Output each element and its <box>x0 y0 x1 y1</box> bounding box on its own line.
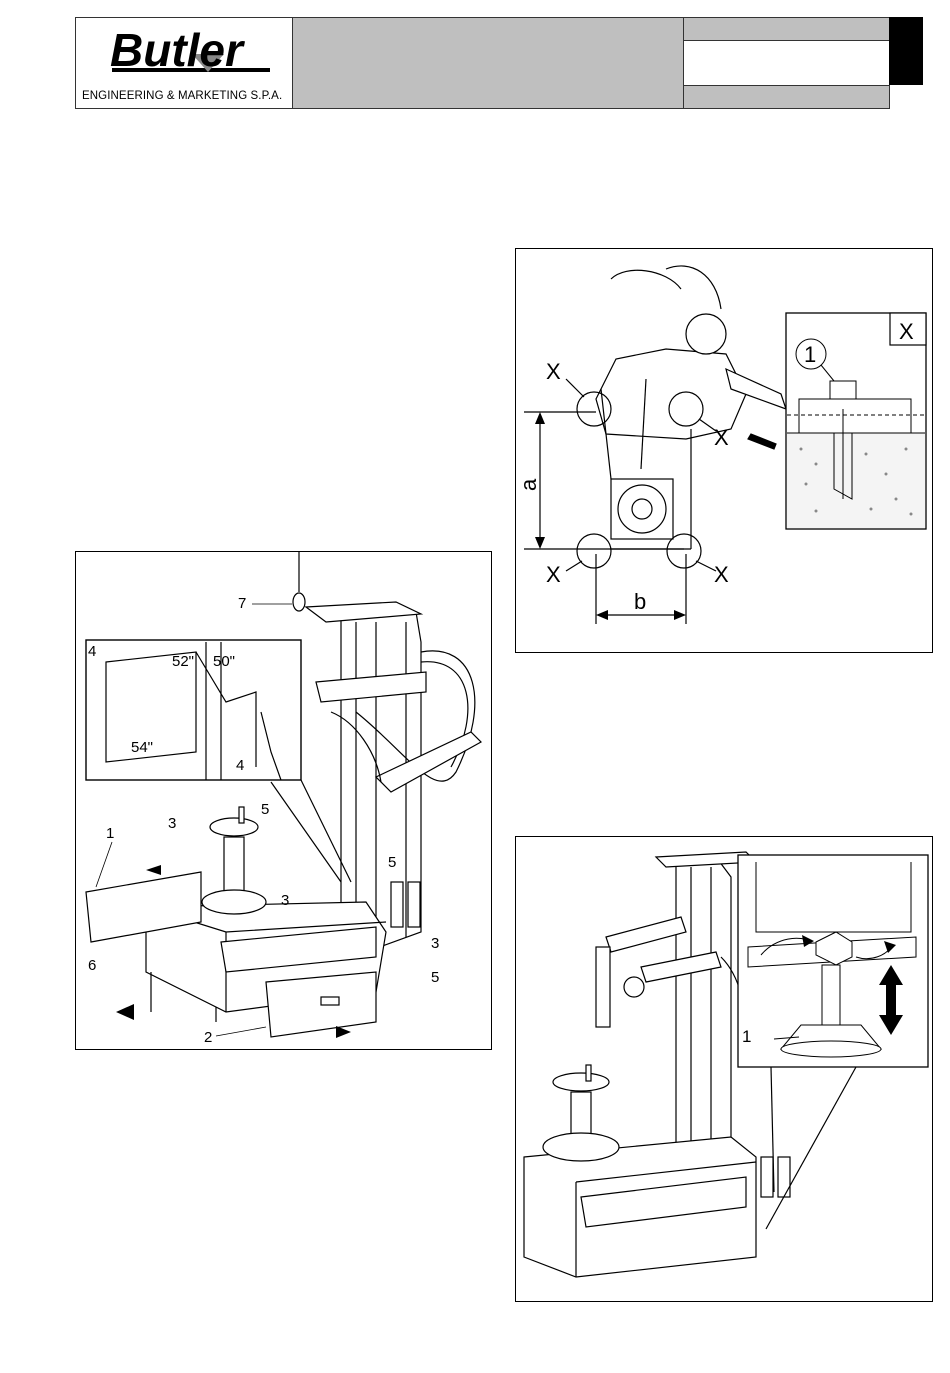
svg-text:4: 4 <box>88 643 96 660</box>
svg-text:3: 3 <box>281 892 289 909</box>
svg-text:1: 1 <box>106 825 114 842</box>
figure-leveling-labels: 1 <box>742 1027 751 1046</box>
svg-text:5: 5 <box>261 801 269 818</box>
leveling-detail-inset <box>738 855 928 1067</box>
svg-text:7: 7 <box>238 595 246 612</box>
header-info-top <box>684 18 889 41</box>
svg-text:Butler: Butler <box>110 24 245 76</box>
butler-logo: Butler <box>104 24 274 86</box>
svg-text:X: X <box>546 359 561 384</box>
svg-text:1: 1 <box>804 342 816 367</box>
svg-text:52": 52" <box>172 653 194 670</box>
svg-text:X: X <box>714 425 729 450</box>
logo-cell: Butler ENGINEERING & MARKETING S.P.A. <box>76 18 293 108</box>
figure-leveling-feet: 1 <box>515 836 933 1302</box>
svg-text:5: 5 <box>431 969 439 986</box>
dimension-b: b <box>634 589 646 614</box>
svg-text:3: 3 <box>431 935 439 952</box>
svg-text:4: 4 <box>236 757 244 774</box>
figure-leveling-feet-drawing: 1 <box>516 837 932 1301</box>
svg-text:54": 54" <box>131 739 153 756</box>
section-tab <box>889 17 923 85</box>
figure-panel-removal: 1 2 3 3 3 4 4 5 5 5 6 7 52" 50" 54" <box>75 551 492 1050</box>
svg-text:50": 50" <box>213 653 235 670</box>
svg-text:6: 6 <box>88 957 96 974</box>
svg-text:3: 3 <box>168 815 176 832</box>
svg-text:5: 5 <box>388 854 396 871</box>
svg-text:X: X <box>899 319 914 344</box>
company-subtitle: ENGINEERING & MARKETING S.P.A. <box>82 90 282 102</box>
svg-text:X: X <box>714 562 729 587</box>
svg-text:1: 1 <box>742 1027 751 1046</box>
figure-anchoring: X X X X X 1 a b <box>515 248 933 653</box>
page-header: Butler ENGINEERING & MARKETING S.P.A. <box>75 17 890 109</box>
header-title-cell <box>293 18 684 108</box>
header-info-middle <box>684 41 889 86</box>
figure-anchoring-drawing: X X X X X 1 a b <box>516 249 932 652</box>
svg-text:2: 2 <box>204 1029 212 1046</box>
svg-text:X: X <box>546 562 561 587</box>
header-info-bottom <box>684 86 889 108</box>
figure-panel-removal-drawing: 1 2 3 3 3 4 4 5 5 5 6 7 52" 50" 54" <box>76 552 491 1049</box>
dimension-a: a <box>516 478 541 491</box>
